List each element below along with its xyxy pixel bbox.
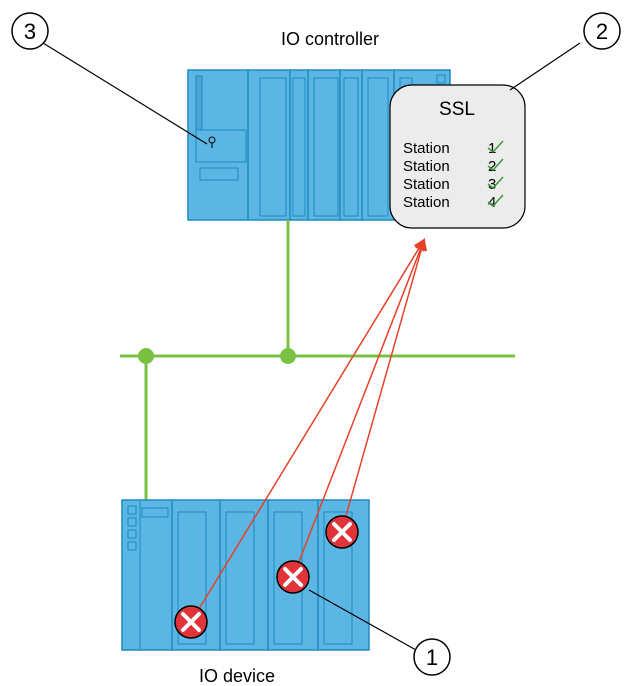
ssl-row-label: Station	[403, 158, 450, 175]
callout-1-leader	[308, 589, 417, 651]
ssl-row: Station 3	[403, 176, 504, 193]
checkmark-icon	[487, 194, 504, 208]
arrow-1	[190, 238, 426, 623]
callout-3-leader	[42, 42, 208, 145]
checkmark-icon	[487, 176, 504, 190]
checkmark-icon	[487, 140, 504, 154]
checkmark-icon	[487, 158, 504, 172]
callout-number: 3	[24, 19, 36, 44]
error-x-icon	[174, 605, 208, 639]
cpu-slot	[199, 167, 239, 181]
callout-number: 1	[426, 645, 438, 670]
callout-2: 2	[583, 12, 621, 50]
ssl-row-number: 3	[488, 176, 496, 193]
cpu-led-strip	[195, 75, 203, 139]
ssl-row-label: Station	[403, 140, 450, 157]
ssl-row-number: 2	[488, 158, 496, 175]
ssl-row-number: 4	[488, 194, 496, 211]
arrow-2	[292, 238, 426, 578]
callout-number: 2	[596, 19, 608, 44]
io-controller-label: IO controller	[281, 29, 379, 49]
key-switch-icon	[208, 136, 216, 148]
io-device-label: IO device	[199, 666, 275, 686]
ssl-row: Station 1	[403, 140, 504, 157]
callout-1: 1	[413, 638, 451, 676]
error-arrows	[190, 238, 428, 623]
ssl-row-label: Station	[403, 176, 450, 193]
ssl-row-number: 1	[488, 140, 496, 157]
arrow-3	[341, 238, 428, 531]
cpu-panel	[195, 129, 247, 163]
ssl-row: Station 4	[403, 194, 504, 211]
ssl-row: Station 2	[403, 158, 504, 175]
callout-2-leader	[509, 42, 581, 91]
ssl-title: SSL	[439, 99, 475, 120]
error-x-icon	[325, 515, 359, 549]
ssl-box: SSL Station 1 Station 2 Station 3 Statio…	[389, 84, 526, 229]
callout-3: 3	[11, 12, 49, 50]
error-x-icon	[276, 560, 310, 594]
bus-junction-controller	[280, 348, 296, 364]
ssl-row-label: Station	[403, 194, 450, 211]
